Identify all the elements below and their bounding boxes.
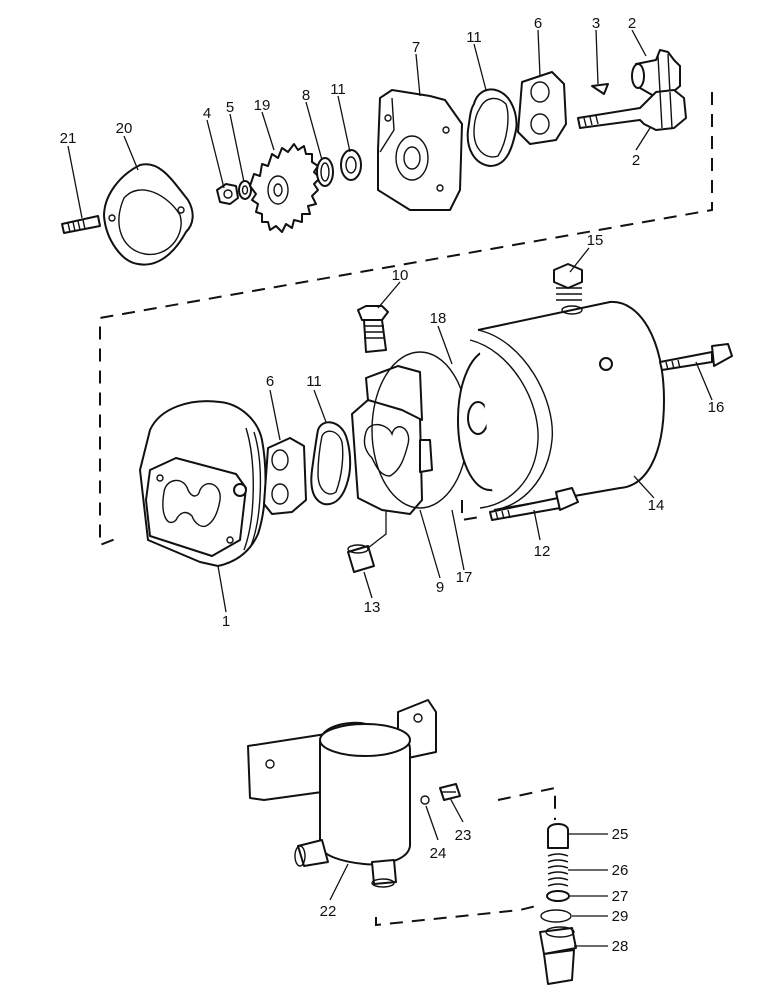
pump-body-1	[139, 400, 267, 567]
adaptor-28	[539, 926, 577, 985]
o-ring-29	[540, 909, 572, 923]
label-19: 19	[254, 97, 271, 114]
label-12: 12	[534, 543, 551, 560]
label-3: 3	[592, 15, 600, 32]
adaptor-plate-9	[351, 365, 433, 515]
ring-seal-11-lower	[310, 421, 352, 506]
label-21: 21	[60, 130, 77, 147]
sleeve-13	[347, 544, 375, 573]
stud-21	[61, 215, 101, 234]
key-3	[591, 83, 609, 95]
label-11-mid: 11	[466, 29, 482, 46]
plug-23	[439, 783, 461, 801]
gear-shaft-2-lower	[577, 89, 687, 131]
gasket-20	[103, 163, 194, 266]
o-ring-24	[420, 795, 430, 805]
bearing-block-6-top	[517, 71, 567, 145]
nut-4	[216, 183, 239, 205]
label-9: 9	[436, 579, 444, 596]
canister-14	[469, 300, 665, 511]
label-17: 17	[456, 569, 473, 586]
label-24: 24	[430, 845, 447, 862]
label-8: 8	[302, 87, 310, 104]
label-20: 20	[116, 120, 133, 137]
label-11-top: 11	[330, 81, 346, 98]
label-2-upper: 2	[628, 15, 636, 32]
label-4: 4	[203, 105, 211, 122]
label-25: 25	[612, 826, 629, 843]
label-7: 7	[412, 39, 420, 56]
label-18: 18	[430, 310, 447, 327]
label-16: 16	[708, 399, 725, 416]
label-10: 10	[392, 267, 409, 284]
bearing-block-6-mid	[263, 437, 307, 515]
bolt-16	[659, 343, 733, 371]
leader-lines	[67, 29, 713, 947]
assembly-dashed-lines	[99, 92, 713, 927]
label-27: 27	[612, 888, 629, 905]
union-10	[357, 305, 389, 353]
label-22: 22	[320, 903, 337, 920]
spring-26	[547, 853, 569, 887]
label-26: 26	[612, 862, 629, 879]
washer-27	[546, 890, 570, 902]
label-5: 5	[226, 99, 234, 116]
label-14: 14	[648, 497, 665, 514]
label-6-mid: 6	[266, 373, 274, 390]
label-28: 28	[612, 938, 629, 955]
label-15: 15	[587, 232, 604, 249]
label-2-lower: 2	[632, 152, 640, 169]
label-29: 29	[612, 908, 629, 925]
seal-11-top	[340, 149, 362, 181]
label-13: 13	[364, 599, 381, 616]
circlip-8	[316, 157, 334, 187]
filter-housing-22	[294, 721, 411, 888]
front-cover-7	[377, 89, 463, 211]
ring-seal-11-mid	[466, 88, 518, 167]
plunger-25	[547, 823, 569, 849]
gear-19	[249, 143, 321, 233]
label-23: 23	[455, 827, 472, 844]
bolt-12	[489, 487, 579, 521]
label-6-top: 6	[534, 15, 542, 32]
gear-shaft-2-upper	[631, 49, 681, 97]
part-labels: 21 20 4 5 19 8 11 7 11 6 3 2 2 15 10 18 …	[60, 15, 725, 955]
label-11-lower: 11	[306, 373, 322, 390]
label-1: 1	[222, 613, 230, 630]
bolt-15	[553, 263, 583, 315]
washer-5	[238, 180, 252, 200]
